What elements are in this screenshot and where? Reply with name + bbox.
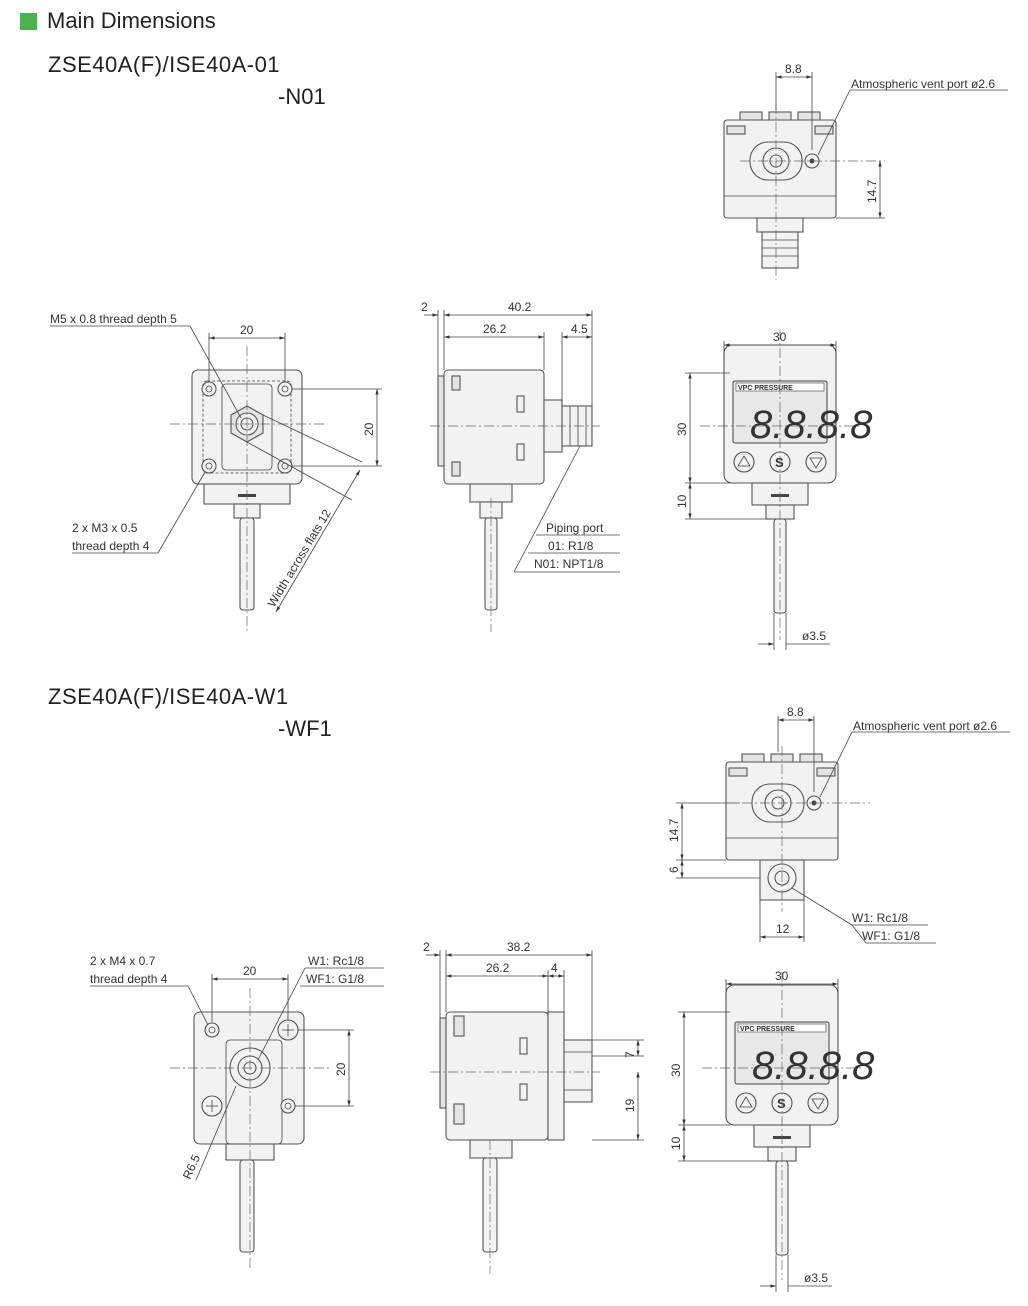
dim-label: 20 bbox=[334, 1062, 348, 1076]
dim-label: 26.2 bbox=[486, 961, 510, 975]
display-digits: 8.8.8.8 bbox=[752, 1044, 875, 1088]
vent-port-label: Atmospheric vent port ø2.6 bbox=[853, 719, 997, 733]
port-option-1: W1: Rc1/8 bbox=[852, 911, 908, 925]
flats-label: Width across flats 12 bbox=[265, 507, 335, 610]
display-digits: 8.8.8.8 bbox=[750, 403, 873, 447]
dim-label: 6 bbox=[667, 866, 681, 873]
set-icon: S bbox=[775, 455, 784, 470]
front-view-1: VPC PRESSURE 8.8.8.8 S 30 30 10 ø3.5 bbox=[675, 330, 873, 650]
dim-label: 30 bbox=[669, 1063, 683, 1077]
dim-label: 4 bbox=[551, 961, 558, 975]
front-view-2: VPC PRESSURE 8.8.8.8 S 30 30 10 ø3.5 bbox=[669, 969, 875, 1292]
dim-label: 14.7 bbox=[865, 179, 879, 203]
model-title-2: ZSE40A(F)/ISE40A-W1 bbox=[48, 684, 289, 709]
dim-label: 20 bbox=[240, 323, 254, 337]
header-marker-icon bbox=[20, 12, 37, 30]
side-view-1: 2 40.2 26.2 4.5 Piping port 01: R1/8 N01… bbox=[421, 300, 620, 632]
holes-callout-2: thread depth 4 bbox=[72, 539, 150, 553]
cable-diameter: ø3.5 bbox=[802, 629, 826, 643]
port-option-2: WF1: G1/8 bbox=[862, 929, 920, 943]
dim-label: 19 bbox=[623, 1098, 637, 1112]
holes-callout-1: 2 x M3 x 0.5 bbox=[72, 521, 138, 535]
dim-label: 12 bbox=[776, 922, 790, 936]
dim-label: 7 bbox=[623, 1051, 637, 1058]
port-title: Piping port bbox=[546, 521, 604, 535]
dim-label: 8.8 bbox=[787, 705, 804, 719]
dim-label: 30 bbox=[675, 422, 689, 436]
model-title-1: ZSE40A(F)/ISE40A-01 bbox=[48, 52, 281, 77]
holes-callout-2: thread depth 4 bbox=[90, 972, 168, 986]
dim-label: 38.2 bbox=[507, 940, 531, 954]
port-option-1: W1: Rc1/8 bbox=[308, 954, 364, 968]
top-view-1: 8.8 Atmospheric vent port ø2.6 14.7 bbox=[723, 62, 1008, 280]
port-option-2: WF1: G1/8 bbox=[306, 972, 364, 986]
dim-label: 40.2 bbox=[508, 300, 532, 314]
section-header: Main Dimensions bbox=[20, 8, 216, 34]
brand-label: VPC PRESSURE bbox=[740, 1026, 795, 1033]
vent-port-label: Atmospheric vent port ø2.6 bbox=[851, 77, 995, 91]
dim-label: 8.8 bbox=[785, 62, 802, 76]
dim-label: 2 bbox=[421, 300, 428, 314]
side-view-2: 2 38.2 26.2 4 7 19 bbox=[423, 940, 644, 1274]
dim-label: 30 bbox=[775, 969, 789, 983]
top-view-2: 8.8 Atmospheric vent port ø2.6 14.7 6 12… bbox=[667, 705, 1010, 944]
port-option-2: N01: NPT1/8 bbox=[534, 557, 604, 571]
page-title: Main Dimensions bbox=[47, 8, 216, 33]
back-view-1: 20 20 M5 x 0.8 thread depth 5 2 x M3 x 0… bbox=[50, 312, 382, 632]
port-option-1: 01: R1/8 bbox=[548, 539, 594, 553]
model-suffix-1: -N01 bbox=[278, 84, 326, 109]
set-icon: S bbox=[777, 1096, 786, 1111]
holes-callout-1: 2 x M4 x 0.7 bbox=[90, 954, 156, 968]
dim-label: 20 bbox=[243, 964, 257, 978]
dim-label: 26.2 bbox=[483, 322, 507, 336]
back-view-2: 20 20 2 x M4 x 0.7 thread depth 4 W1: Rc… bbox=[90, 954, 384, 1270]
dim-label: 14.7 bbox=[667, 818, 681, 842]
dim-label: 2 bbox=[423, 940, 430, 954]
dim-label: 30 bbox=[773, 330, 787, 344]
thread-callout: M5 x 0.8 thread depth 5 bbox=[50, 312, 177, 326]
brand-label: VPC PRESSURE bbox=[738, 385, 793, 392]
model-suffix-2: -WF1 bbox=[278, 716, 332, 741]
dim-label: 10 bbox=[669, 1136, 683, 1150]
radius-label: R6.5 bbox=[180, 1152, 203, 1181]
dim-label: 10 bbox=[675, 494, 689, 508]
dim-label: 4.5 bbox=[571, 322, 588, 336]
cable-diameter: ø3.5 bbox=[804, 1271, 828, 1285]
dim-label: 20 bbox=[362, 422, 376, 436]
